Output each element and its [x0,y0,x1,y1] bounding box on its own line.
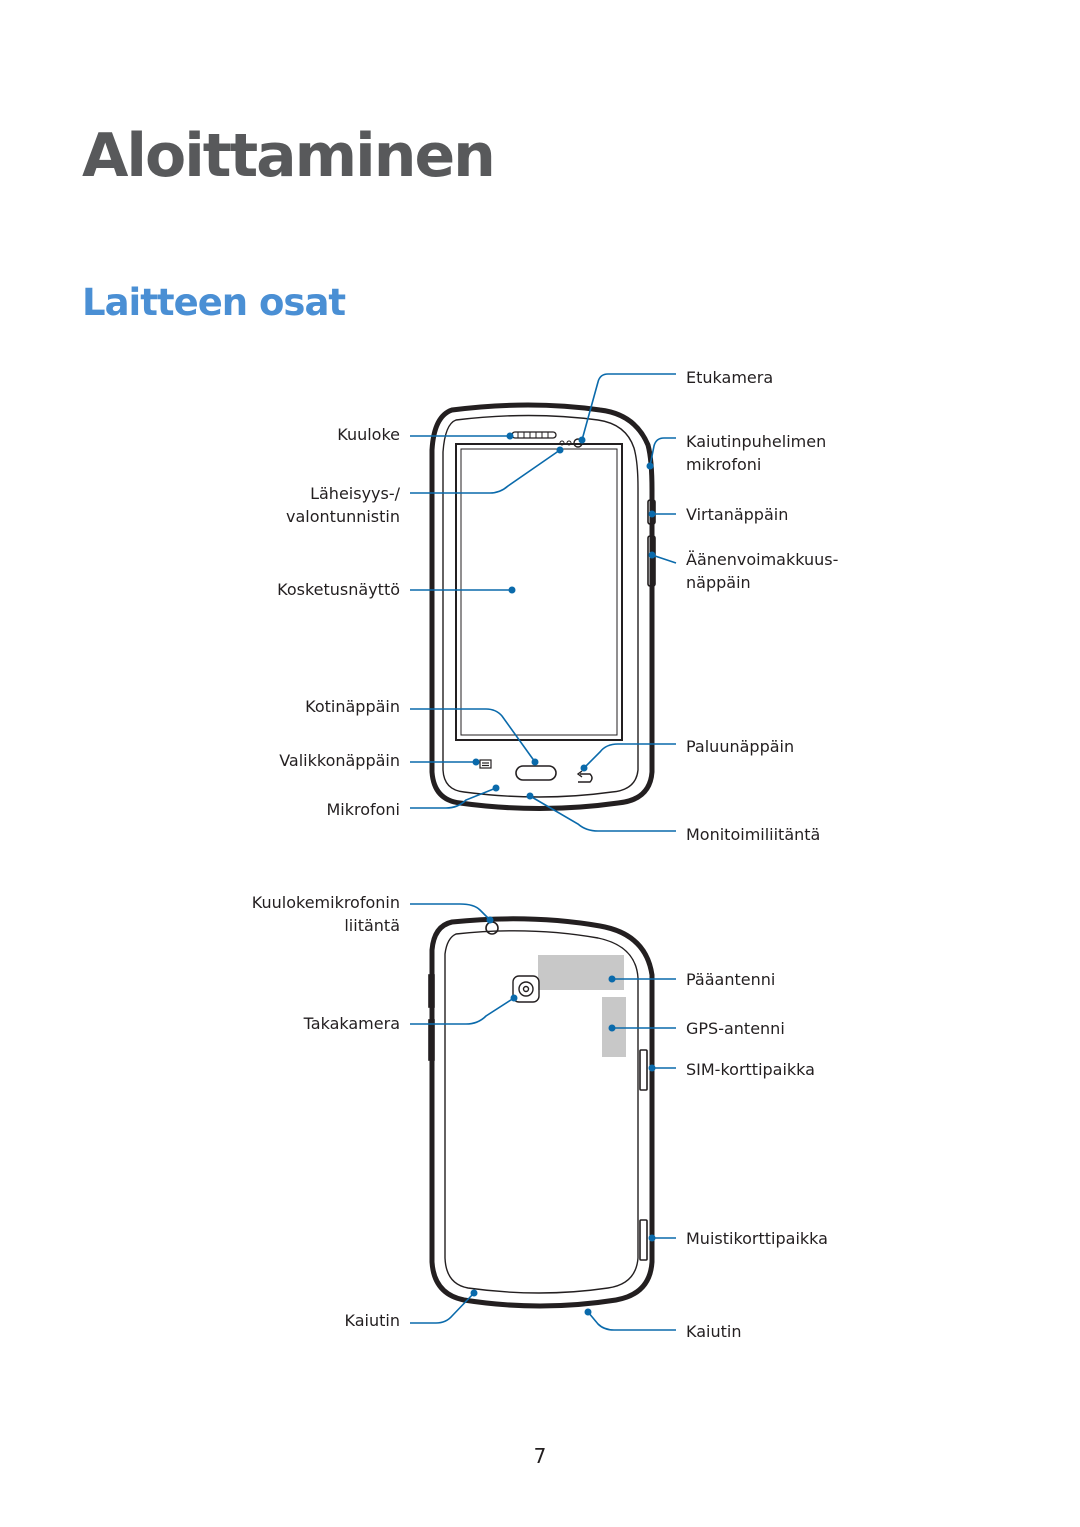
front-device [429,402,656,811]
back-body-outline [429,916,655,1309]
label-valikkonappain: Valikkonäppäin [279,751,400,770]
back-body-inner [444,930,639,1294]
back-side-button-top [428,974,435,1008]
front-labels: Etukamera Kuuloke Kaiutinpuhelimen mikro… [277,368,838,844]
sim-slot-shape [639,1049,648,1091]
label-aanenvoimakkuus-2: näppäin [686,573,751,592]
back-side-button-bottom [428,1019,435,1061]
label-kuuloke: Kuuloke [337,425,400,444]
label-aanenvoimakkuus-1: Äänenvoimakkuus- [686,550,838,569]
label-kaiutinpuhelimen-1: Kaiutinpuhelimen [686,432,826,451]
label-monitoimiliitanta: Monitoimiliitäntä [686,825,820,844]
label-muistikorttipaikka: Muistikorttipaikka [686,1229,828,1248]
label-sim-korttipaikka: SIM-korttipaikka [686,1060,815,1079]
touchscreen-inner [460,448,618,736]
label-virtanappain: Virtanäppäin [686,505,788,524]
section-title: Laitteen osat [82,281,346,324]
label-kaiutinpuhelimen-2: mikrofoni [686,455,761,474]
back-leaders [410,903,676,1331]
label-kosketusnaytto: Kosketusnäyttö [277,580,400,599]
home-key-shape [515,765,557,781]
main-antenna-area [538,955,624,990]
label-kaiutin-left: Kaiutin [345,1311,400,1330]
page-number: 7 [533,1444,547,1468]
label-etukamera: Etukamera [686,368,773,387]
front-body-inner [442,414,639,798]
label-paaantenni: Pääantenni [686,970,775,989]
menu-icon [479,759,492,769]
label-takakamera: Takakamera [303,1014,400,1033]
back-labels: Kuulokemikrofonin liitäntä Pääantenni Ta… [252,893,828,1341]
touchscreen-frame [455,443,623,741]
label-paluunappain: Paluunäppäin [686,737,794,756]
label-laheisyys-1: Läheisyys-/ [310,484,401,503]
memory-slot-shape [639,1219,648,1261]
volume-key-shape [647,535,656,587]
rear-camera-shape [512,975,540,1003]
label-kuulokemikrofonin-2: liitäntä [344,916,400,935]
back-icon [576,770,593,783]
label-kaiutin-right: Kaiutin [686,1322,741,1341]
label-kotinappain: Kotinäppäin [305,697,400,716]
headset-jack-shape [485,921,499,935]
label-mikrofoni: Mikrofoni [326,800,400,819]
front-body-outline [429,402,655,811]
label-gps-antenni: GPS-antenni [686,1019,785,1038]
label-laheisyys-2: valontunnistin [286,507,400,526]
power-key-shape [647,499,656,525]
label-kuulokemikrofonin-1: Kuulokemikrofonin [252,893,400,912]
earpiece-grille [511,431,557,439]
front-leaders [410,373,677,832]
chapter-title: Aloittaminen [82,121,496,191]
